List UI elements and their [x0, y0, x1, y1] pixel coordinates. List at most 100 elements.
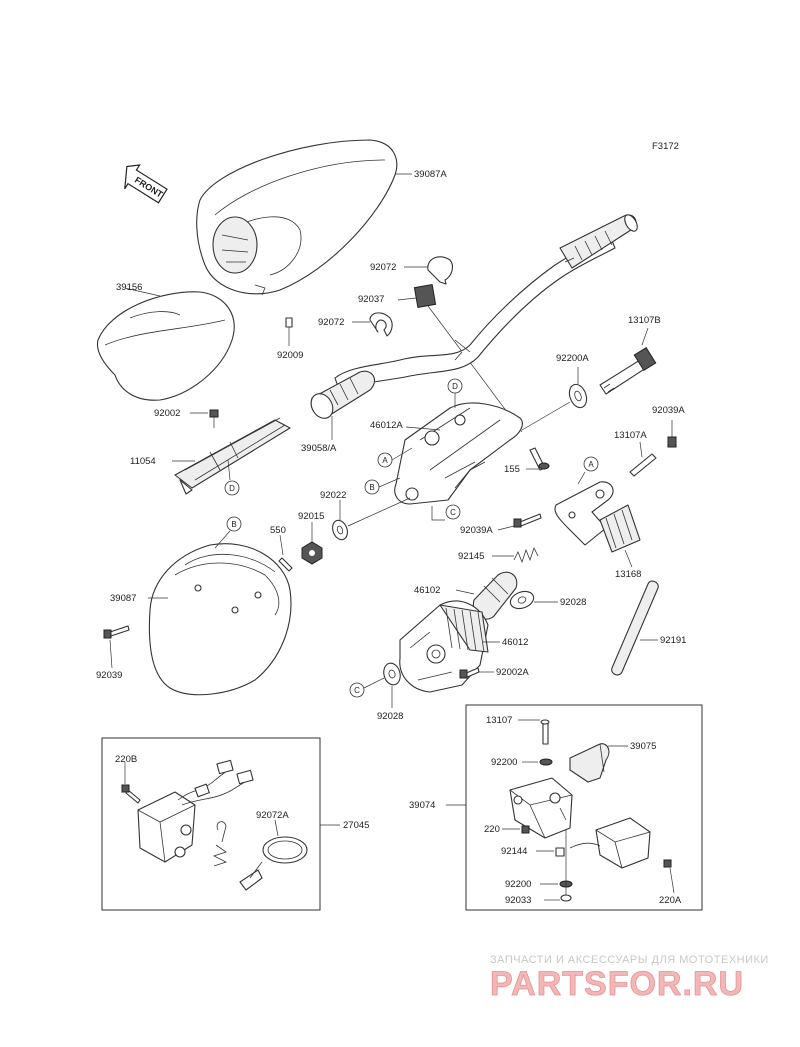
washer-92022 [332, 519, 348, 541]
callout-label: 92039A [652, 405, 685, 416]
callout-label: 39074 [409, 800, 435, 811]
lever-13168 [554, 471, 641, 553]
collar-92144 [555, 847, 565, 857]
callout-label: 13107 [486, 715, 512, 726]
bracket-11054 [174, 417, 291, 495]
callout-label: 46012A [370, 420, 403, 431]
housing-46012 [399, 600, 489, 693]
callout-label: 92002 [154, 408, 180, 419]
grip-39058A [310, 370, 375, 419]
assembly-box-27045 [101, 737, 321, 911]
front-arrow-icon: FRONT [124, 164, 168, 204]
callout-label: 39156 [116, 282, 142, 293]
screw-92009 [285, 317, 293, 346]
sensor-box [569, 817, 651, 869]
lower-cover-39087 [148, 543, 292, 696]
handlebar [334, 214, 638, 393]
callout-label: 92191 [660, 635, 686, 646]
bolt-220 [521, 825, 530, 834]
callout-label: 220B [115, 754, 137, 765]
housing-46012A [394, 402, 523, 505]
callout-label: 92072 [370, 262, 396, 273]
washer-92028-right [509, 590, 535, 610]
hood-cover-39087A [196, 139, 398, 296]
callout-label: 92200 [491, 757, 517, 768]
ref-marker-A-left: A [377, 447, 413, 468]
pin-13107A [629, 453, 657, 477]
callout-label: 92037 [358, 294, 384, 305]
callout-label: 39087 [110, 593, 136, 604]
callout-label: 13107A [614, 430, 647, 441]
callout-label: 92015 [298, 511, 324, 522]
callout-label: 92200A [556, 353, 589, 364]
bolt-155 [529, 447, 550, 471]
bolt-92039A-mid [513, 513, 542, 528]
bolt-220A [663, 859, 672, 868]
ref-marker-B-lower: B [214, 516, 242, 549]
callout-label: 11054 [130, 456, 156, 467]
switch-box-27045 [137, 791, 196, 863]
svg-text:B: B [369, 483, 374, 492]
bolt-92039 [103, 625, 130, 639]
rod-92191 [611, 580, 659, 676]
ref-marker-D-top: D [447, 378, 463, 408]
ref-marker-B-left: B [364, 477, 401, 495]
callout-label: 550 [270, 525, 286, 536]
ref-marker-C-mid: C [431, 504, 461, 521]
callout-label: 92028 [377, 711, 403, 722]
nut-92015 [301, 541, 323, 565]
wire-harness [177, 759, 254, 806]
callout-label: 92028 [560, 597, 586, 608]
callout-label: 39087A [414, 169, 447, 180]
clamp-92072-top [427, 256, 454, 285]
bolt-13107B [599, 346, 657, 395]
watermark-subtitle: ЗАПЧАСТИ И АКСЕССУАРЫ ДЛЯ МОТОТЕХНИКИ [490, 954, 769, 966]
clamp-92072-lower [369, 312, 393, 337]
callout-label: 13168 [615, 569, 641, 580]
washer-92200-top [539, 758, 553, 766]
callout-label: 92039A [460, 525, 493, 536]
svg-text:D: D [229, 484, 235, 493]
callout-label: 92033 [505, 895, 531, 906]
callout-label: 155 [504, 464, 520, 475]
svg-text:D: D [452, 382, 458, 391]
pad-39156 [96, 291, 235, 401]
svg-text:C: C [450, 508, 456, 517]
ref-marker-D: D [224, 459, 240, 496]
callout-label: 92072 [318, 317, 344, 328]
watermark-brand: PARTSFOR.RU [490, 965, 744, 1003]
callout-label: 92002A [496, 667, 529, 678]
figure-code: F3172 [652, 141, 679, 152]
callout-label: 220A [659, 895, 682, 906]
callout-label: 39075 [630, 741, 656, 752]
bracket-39075 [569, 743, 610, 783]
ref-marker-C-lower: C [349, 677, 385, 698]
bolt-13107 [540, 719, 550, 745]
svg-text:B: B [231, 520, 236, 529]
assembly-box-39074 [465, 704, 703, 911]
bolt-92002 [209, 409, 219, 428]
callout-label: 92022 [320, 490, 346, 501]
callout-label: 92039 [96, 670, 122, 681]
spring-92145 [513, 546, 539, 564]
svg-text:A: A [382, 456, 388, 465]
bracket-92037 [413, 284, 437, 308]
washer-92028-left [383, 662, 401, 686]
callout-label: 92009 [277, 350, 303, 361]
bolt-92039A-right [667, 436, 677, 448]
svg-text:C: C [354, 686, 360, 695]
svg-text:A: A [588, 460, 594, 469]
callout-label: 92144 [501, 846, 527, 857]
callout-label: 220 [484, 824, 500, 835]
washer-92200A [568, 383, 588, 409]
rivet-550 [278, 557, 293, 572]
callout-label: 92072A [256, 810, 289, 821]
callout-label: 92145 [458, 551, 484, 562]
callout-label: 27045 [343, 820, 369, 831]
spring-clip [212, 821, 228, 867]
callout-label: 13107B [628, 315, 661, 326]
callout-label: 92200 [505, 879, 531, 890]
nut-92033 [560, 894, 572, 902]
clamp-92072A [239, 836, 308, 891]
